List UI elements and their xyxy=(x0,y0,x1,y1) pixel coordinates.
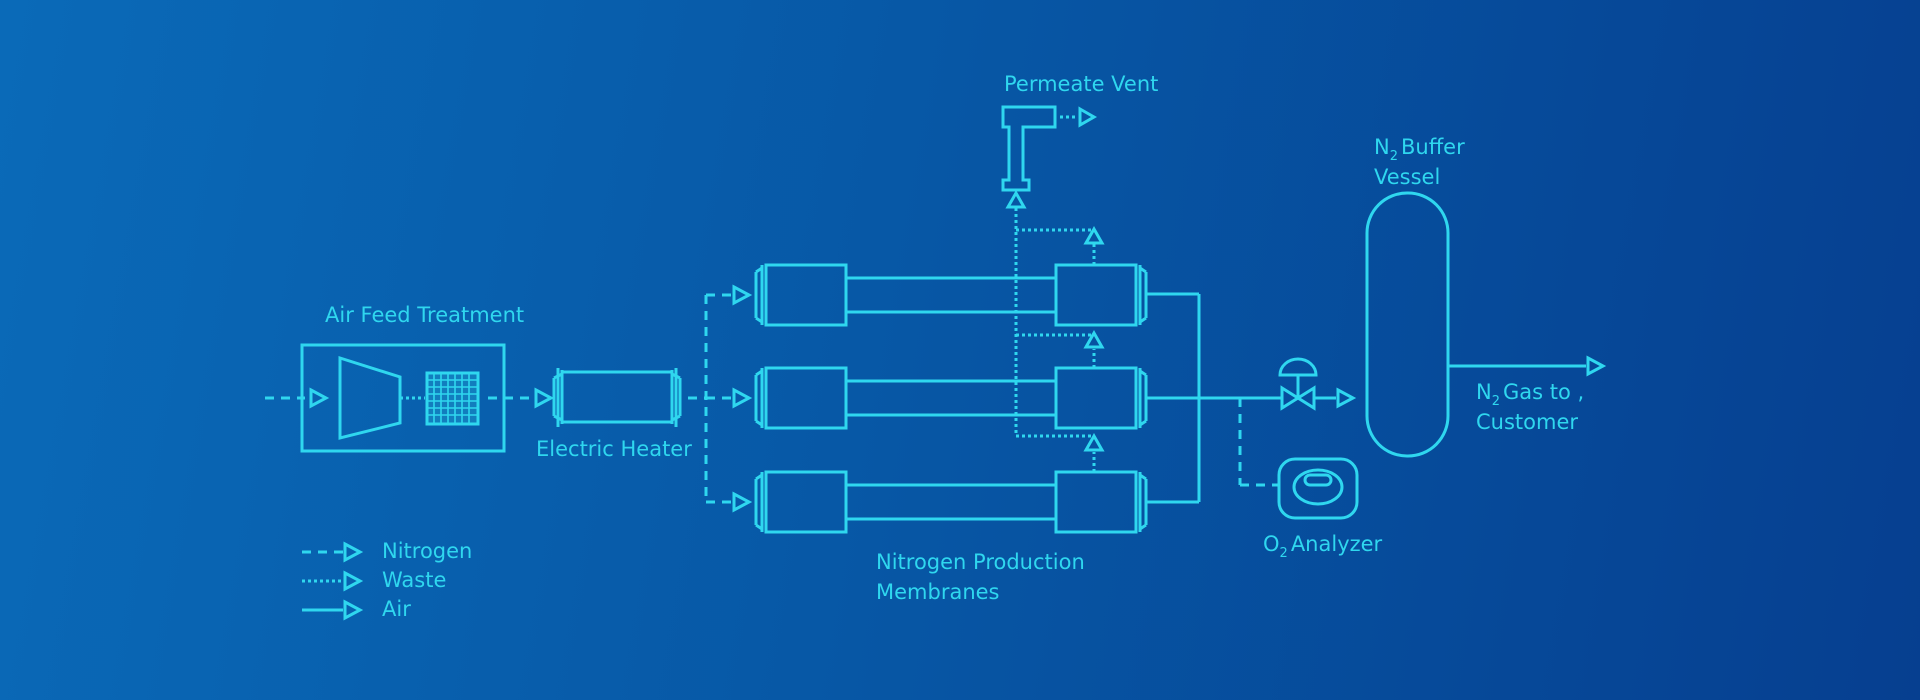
legend-item-waste: Waste xyxy=(302,568,446,592)
membrane-feed-header xyxy=(688,284,753,513)
customer-label-line2: Customer xyxy=(1476,410,1578,434)
inlet-arrow xyxy=(309,387,330,409)
analyzer-display-icon xyxy=(1303,473,1333,487)
product-header xyxy=(1146,292,1282,504)
heater-label: Electric Heater xyxy=(536,437,692,461)
buffer-label-line2: Vessel xyxy=(1374,165,1440,189)
membrane-row-3 xyxy=(754,470,1148,534)
permeate-collection xyxy=(1005,189,1105,472)
heater-body xyxy=(560,370,674,424)
analyzer-body xyxy=(1277,457,1359,520)
membrane-row-1 xyxy=(754,263,1148,327)
electric-heater: Electric Heater xyxy=(536,368,692,461)
heater-inlet-arrow xyxy=(534,387,555,409)
legend-item-air: Air xyxy=(302,597,411,621)
permeate-vent-label: Permeate Vent xyxy=(1004,72,1158,96)
analyzer-dial xyxy=(1292,468,1344,506)
vessel-body xyxy=(1365,191,1450,458)
air-feed-treatment-unit: Air Feed Treatment xyxy=(265,303,555,453)
legend-label-air: Air xyxy=(382,597,411,621)
membrane-row-2 xyxy=(754,366,1148,430)
legend-label-nitrogen: Nitrogen xyxy=(382,539,472,563)
heater-right-cap xyxy=(670,368,682,427)
legend: Nitrogen Waste Air xyxy=(302,539,472,621)
heater-left-cap xyxy=(552,368,564,427)
legend-label-waste: Waste xyxy=(382,568,446,592)
membranes-label-line2: Membranes xyxy=(876,580,1000,604)
filter-icon xyxy=(425,371,480,426)
membranes-label-line1: Nitrogen Production xyxy=(876,550,1085,574)
vent-stack-shape xyxy=(1001,105,1057,192)
air-feed-label: Air Feed Treatment xyxy=(325,303,524,327)
compressor-icon xyxy=(338,355,402,440)
legend-item-nitrogen: Nitrogen xyxy=(302,539,472,563)
permeate-vent-stack: Permeate Vent xyxy=(1001,72,1158,192)
control-valve xyxy=(1278,357,1357,411)
